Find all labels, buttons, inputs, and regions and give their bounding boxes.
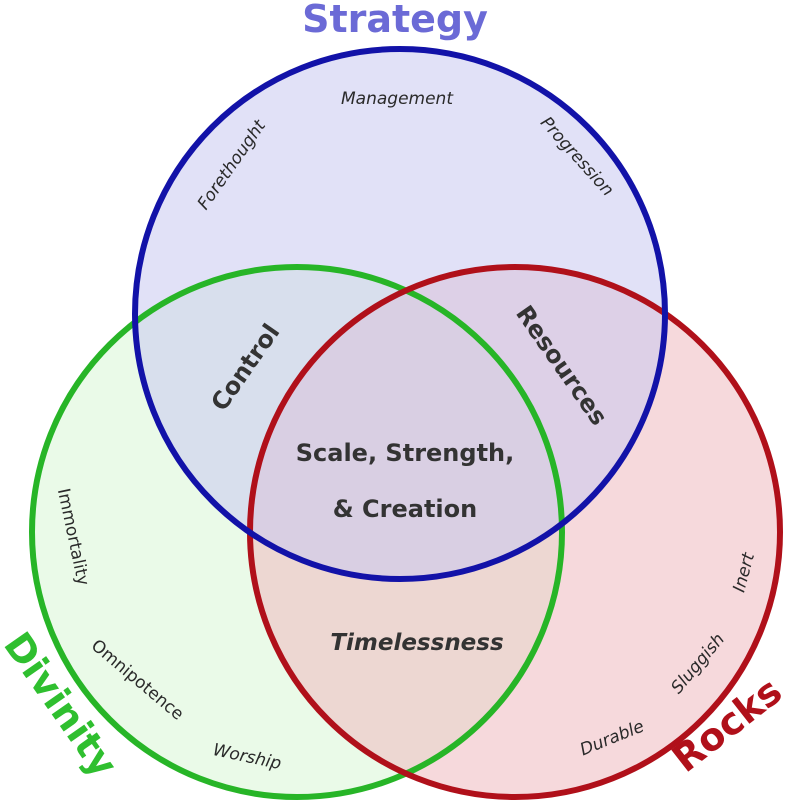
strategy-circle-outline: [132, 46, 668, 582]
strategy-circle-fill: [135, 49, 665, 579]
overlap-timelessness: Timelessness: [330, 630, 503, 656]
strategy-term-management: Management: [341, 89, 454, 109]
center-label-line1: Scale, Strength,: [296, 439, 515, 467]
divinity-circle-outline: [29, 264, 565, 800]
strategy-title: Strategy: [302, 0, 488, 41]
center-label-line2: & Creation: [333, 495, 477, 523]
